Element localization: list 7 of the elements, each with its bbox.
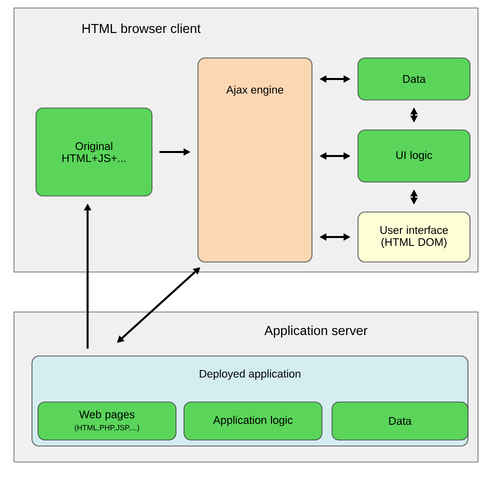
- component-box: UI logic: [358, 130, 470, 182]
- component-box: User interface (HTML DOM): [358, 212, 470, 262]
- component-box: Original HTML+JS+...: [36, 108, 152, 196]
- component-box: Data: [358, 58, 470, 100]
- component-box: Application logic: [184, 402, 322, 440]
- component-box: Ajax engine: [198, 58, 312, 262]
- component-box: Data: [332, 402, 468, 440]
